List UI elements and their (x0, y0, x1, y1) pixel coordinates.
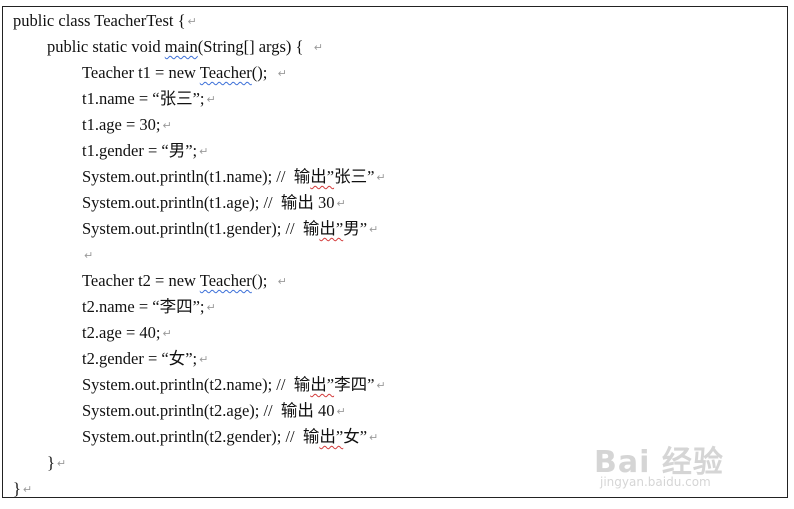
code-text: System.out.println(t1.age); // 输出 30 (82, 193, 335, 212)
paragraph-mark-icon: ↵ (313, 41, 323, 54)
spellcheck-underlined-text: 出” (310, 375, 335, 394)
paragraph-mark-icon: ↵ (369, 431, 379, 444)
paragraph-mark-icon: ↵ (199, 353, 209, 366)
code-text: 女” (343, 427, 368, 446)
spellcheck-underlined-text: main (164, 37, 198, 56)
code-text: System.out.println(t2.name); // 输 (82, 375, 311, 394)
paragraph-mark-icon: ↵ (277, 275, 287, 288)
code-line: t2.gender = “女”;↵ (3, 346, 208, 372)
code-text: public static void (47, 37, 165, 56)
code-text: t2.name = “李四”; (82, 297, 205, 316)
code-text: public class TeacherTest { (13, 11, 186, 30)
code-line: t2.age = 40;↵ (3, 320, 172, 346)
spellcheck-underlined-text: 出” (319, 219, 344, 238)
code-line: System.out.println(t2.name); // 输出”李四”↵ (3, 372, 386, 398)
paragraph-mark-icon: ↵ (336, 405, 346, 418)
code-line: }↵ (3, 450, 66, 476)
code-line: System.out.println(t2.gender); // 输出”女”↵ (3, 424, 378, 450)
code-text: System.out.println(t1.gender); // 输 (82, 219, 320, 238)
code-line: public static void main(String[] args) {… (3, 34, 323, 60)
paragraph-mark-icon: ↵ (206, 301, 216, 314)
paragraph-mark-icon: ↵ (336, 197, 346, 210)
paragraph-mark-icon: ↵ (187, 15, 197, 28)
code-line: ↵ (3, 242, 93, 268)
code-line: }↵ (3, 476, 32, 502)
code-line: System.out.println(t1.age); // 输出 30↵ (3, 190, 346, 216)
paragraph-mark-icon: ↵ (206, 93, 216, 106)
code-text: } (47, 453, 55, 472)
code-text: (); (251, 63, 276, 82)
paragraph-mark-icon: ↵ (84, 249, 94, 262)
paragraph-mark-icon: ↵ (162, 119, 172, 132)
code-text: } (13, 479, 21, 498)
paragraph-mark-icon: ↵ (376, 171, 386, 184)
code-line: System.out.println(t2.age); // 输出 40↵ (3, 398, 346, 424)
code-text: t1.name = “张三”; (82, 89, 205, 108)
code-text: t1.age = 30; (82, 115, 161, 134)
code-text: System.out.println(t1.name); // 输 (82, 167, 311, 186)
code-line: t1.name = “张三”;↵ (3, 86, 216, 112)
spellcheck-underlined-text: 出” (310, 167, 335, 186)
code-document-frame: public class TeacherTest {↵public static… (2, 6, 788, 498)
paragraph-mark-icon: ↵ (56, 457, 67, 470)
code-text: Teacher t1 = new (82, 63, 200, 82)
paragraph-mark-icon: ↵ (277, 67, 287, 80)
code-line: Teacher t2 = new Teacher(); ↵ (3, 268, 287, 294)
paragraph-mark-icon: ↵ (376, 379, 386, 392)
code-text: 张三” (334, 167, 375, 186)
spellcheck-underlined-text: Teacher (199, 63, 252, 82)
code-line: public class TeacherTest {↵ (3, 8, 197, 34)
code-text: t1.gender = “男”; (82, 141, 198, 160)
code-line: System.out.println(t1.gender); // 输出”男”↵ (3, 216, 378, 242)
code-text: (); (251, 271, 276, 290)
code-line: Teacher t1 = new Teacher(); ↵ (3, 60, 287, 86)
code-text: t2.gender = “女”; (82, 349, 198, 368)
code-line: t1.gender = “男”;↵ (3, 138, 208, 164)
paragraph-mark-icon: ↵ (162, 327, 172, 340)
code-line: System.out.println(t1.name); // 输出”张三”↵ (3, 164, 386, 190)
code-text: System.out.println(t2.gender); // 输 (82, 427, 320, 446)
paragraph-mark-icon: ↵ (199, 145, 209, 158)
code-line: t1.age = 30;↵ (3, 112, 172, 138)
code-text: System.out.println(t2.age); // 输出 40 (82, 401, 335, 420)
code-text: 男” (343, 219, 368, 238)
code-line: t2.name = “李四”;↵ (3, 294, 216, 320)
paragraph-mark-icon: ↵ (369, 223, 379, 236)
code-text: (String[] args) { (197, 37, 312, 56)
paragraph-mark-icon: ↵ (22, 483, 33, 496)
spellcheck-underlined-text: 出” (319, 427, 344, 446)
spellcheck-underlined-text: Teacher (199, 271, 252, 290)
code-text: 李四” (334, 375, 375, 394)
code-text: t2.age = 40; (82, 323, 161, 342)
code-text: Teacher t2 = new (82, 271, 200, 290)
